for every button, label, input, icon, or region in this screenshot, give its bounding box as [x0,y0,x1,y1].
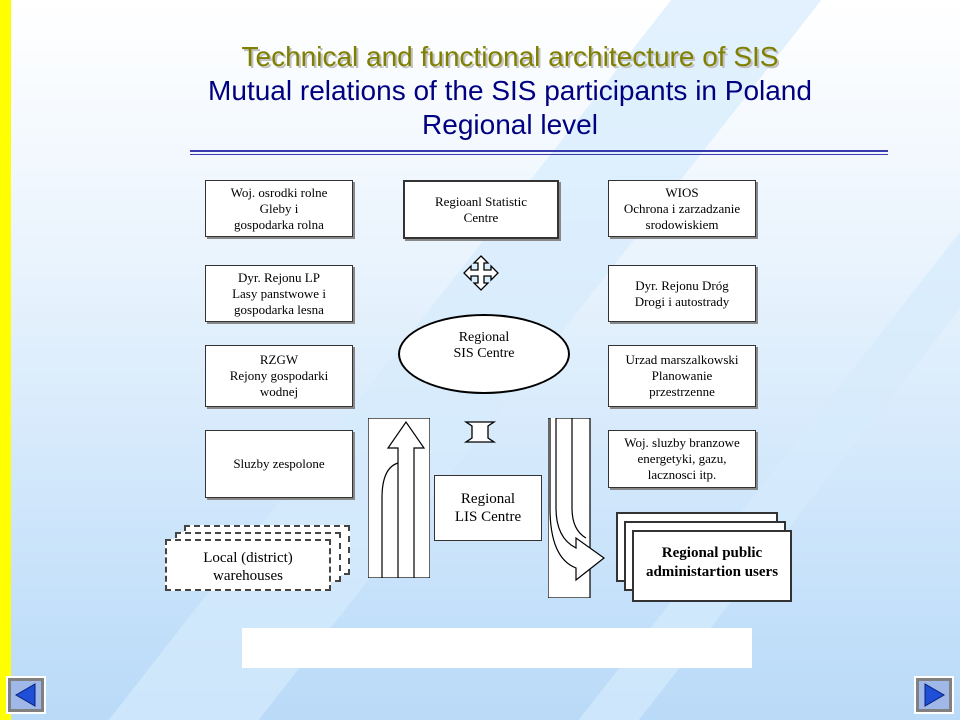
local-warehouses-box: Local (district) warehouses [165,539,331,591]
box-line: RZGW [259,352,299,367]
box-line: gospodarka rolna [234,216,324,232]
box-line: Woj. osrodki rolne [230,184,328,200]
previous-slide-button[interactable] [6,676,46,714]
box-dyr-drog: Dyr. Rejonu Dróg Drogi i autostrady [608,265,756,322]
public-users-line: Regional public [661,545,763,561]
box-woj-sluzby: Woj. sluzby branzowe energetyki, gazu, l… [608,430,756,488]
box-statistic-centre: Regioanl Statistic Centre [403,180,559,239]
box-line: przestrzenne [649,384,715,399]
box-urzad-marszalkowski: Urzad marszalkowski Planowanie przestrze… [608,345,756,407]
box-line: Ochrona i zarzadzanie [623,200,741,216]
box-line: Urzad marszalkowski [625,352,739,367]
triangle-right-icon [919,681,949,709]
box-line: wodnej [259,384,299,399]
box-line: Centre [463,209,499,225]
slide-level: Regional level [422,109,598,140]
slide-title: Technical and functional architecture of… [241,41,779,72]
box-line: Rejony gospodarki [229,368,329,383]
box-line: Drogi i autostrady [634,293,730,309]
box-line: Sluzby zespolone [233,456,325,471]
box-line: Planowanie [651,368,713,383]
upward-flow-arrow [368,418,430,578]
downward-flow-arrow [548,418,606,598]
sis-centre-line: SIS Centre [453,346,515,361]
box-woj-osrodki: Woj. osrodki rolne Gleby i gospodarka ro… [205,180,353,237]
next-slide-button[interactable] [914,676,954,714]
lis-centre-line: Regional [460,491,516,507]
box-wios: WIOS Ochrona i zarzadzanie srodowiskiem [608,180,756,237]
box-sluzby-zespolone: Sluzby zespolone [205,430,353,498]
sis-centre-line: Regional [458,330,510,345]
regional-sis-centre: Regional SIS Centre [398,314,570,394]
left-accent-bar [0,0,11,720]
public-users-line: administartion users [645,564,779,580]
title-block: Technical and functional architecture of… [110,40,910,142]
title-rule [190,150,888,152]
box-line: WIOS [665,184,699,200]
box-line: Dyr. Rejonu LP [238,269,320,285]
lis-centre-line: LIS Centre [454,509,522,525]
box-line: Regioanl Statistic [434,193,528,209]
box-line: gospodarka lesna [234,301,324,317]
regional-lis-centre: Regional LIS Centre [434,475,542,541]
box-line: energetyki, gazu, [637,451,727,466]
box-line: Gleby i [259,200,299,216]
triangle-left-icon [11,681,41,709]
title-rule [190,154,888,155]
box-line: lacznosci itp. [647,467,717,482]
blank-text-area [242,628,752,668]
box-rzgw: RZGW Rejony gospodarki wodnej [205,345,353,407]
box-line: Lasy panstwowe i [232,285,326,301]
box-dyr-lp: Dyr. Rejonu LP Lasy panstwowe i gospodar… [205,265,353,322]
warehouse-line: Local (district) [203,550,293,566]
warehouse-line: warehouses [213,568,283,584]
box-line: srodowiskiem [645,216,719,232]
box-line: Dyr. Rejonu Dróg [635,277,729,293]
four-way-arrow-icon [463,255,499,291]
double-arrow-icon [463,421,497,443]
public-users-box: Regional public administartion users [632,530,792,602]
box-line: Woj. sluzby branzowe [624,435,740,450]
slide-subtitle: Mutual relations of the SIS participants… [208,75,812,106]
